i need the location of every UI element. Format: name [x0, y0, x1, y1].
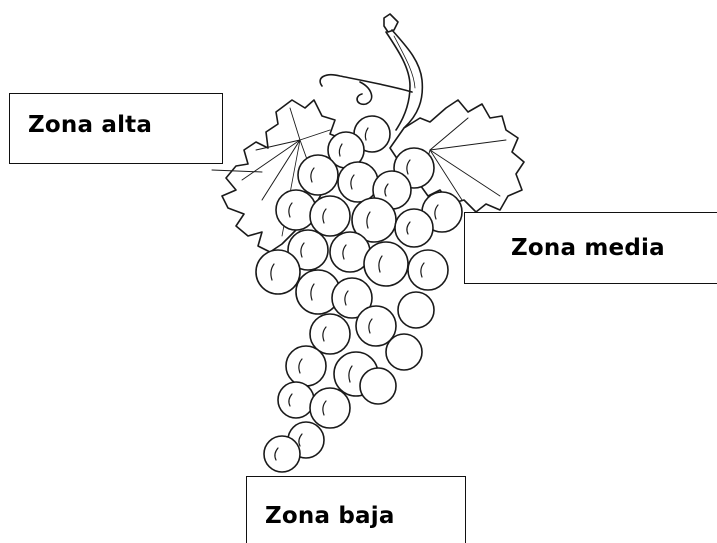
label-zona-media: Zona media — [464, 212, 717, 284]
label-zona-alta: Zona alta — [9, 93, 223, 164]
label-zona-media-text: Zona media — [511, 235, 665, 261]
stem-icon — [383, 13, 424, 131]
tendril-icon — [319, 73, 413, 106]
label-zona-alta-text: Zona alta — [28, 111, 153, 138]
label-zona-baja: Zona baja — [246, 476, 466, 543]
grape-berries — [255, 115, 463, 473]
label-zona-baja-text: Zona baja — [265, 503, 395, 529]
